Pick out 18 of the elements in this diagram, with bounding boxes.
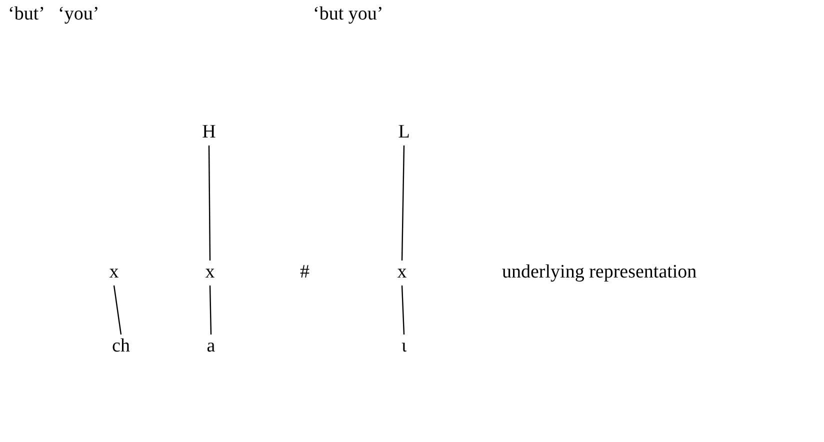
- timing-slot: x: [205, 262, 215, 282]
- association-line: [401, 145, 405, 261]
- association-line: [113, 285, 122, 335]
- segment-label: a: [206, 336, 216, 356]
- gloss-label: ‘but’: [8, 4, 45, 24]
- word-boundary-symbol: #: [300, 262, 310, 282]
- tone-label: H: [202, 122, 216, 142]
- segment-label: ι: [401, 336, 407, 356]
- association-line: [209, 285, 212, 335]
- tone-label: L: [398, 122, 410, 142]
- gloss-label: ‘but you’: [313, 4, 384, 24]
- timing-slot: x: [397, 262, 407, 282]
- timing-slot: x: [109, 262, 119, 282]
- gloss-label: ‘you’: [58, 4, 100, 24]
- tier-label: underlying representation: [502, 262, 697, 282]
- association-line: [208, 146, 211, 260]
- association-line: [401, 285, 405, 335]
- segment-label: ch: [112, 336, 130, 356]
